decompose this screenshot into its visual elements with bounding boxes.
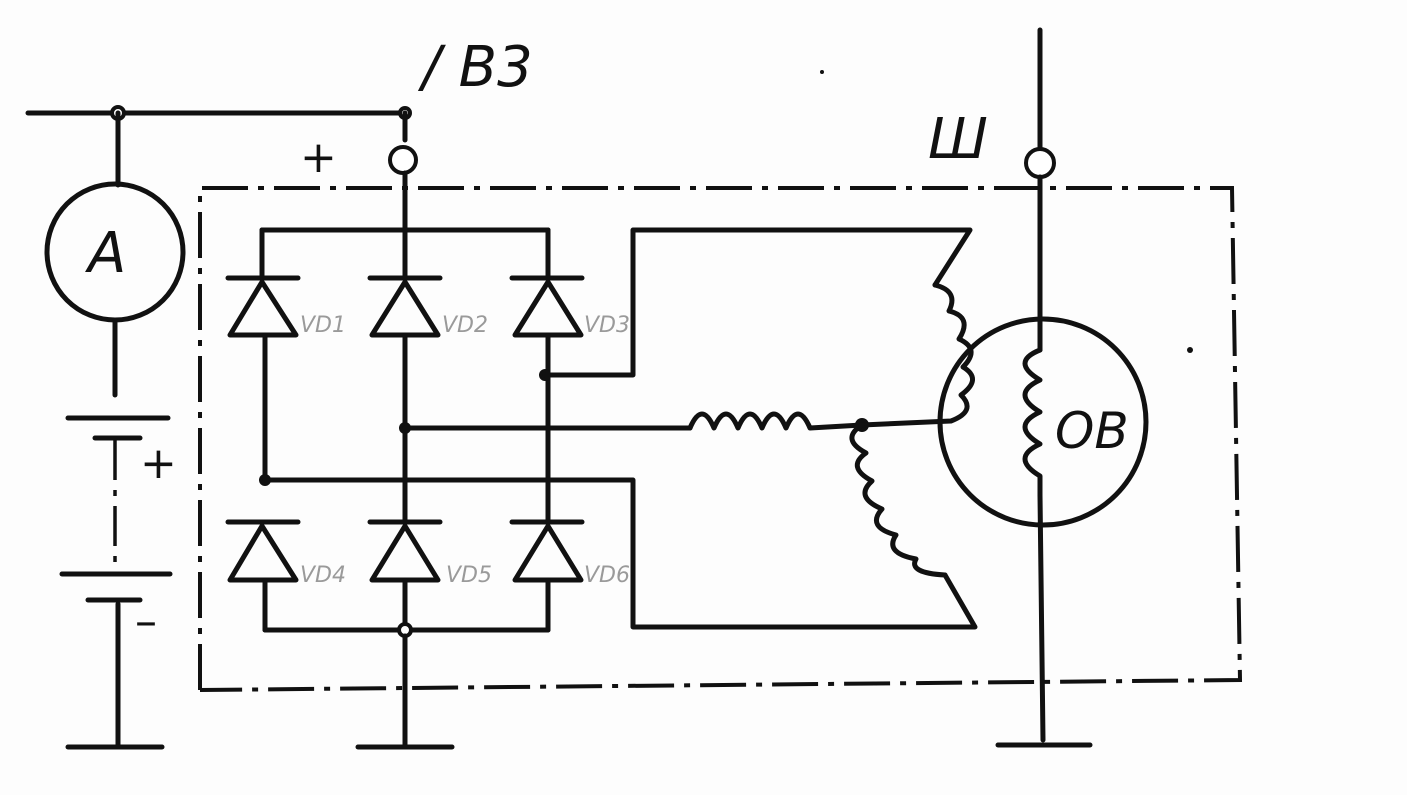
ammeter-label: A: [85, 221, 126, 286]
generator-housing-outline: [198, 186, 1243, 692]
diode-vd4: [225, 519, 301, 583]
vd3-label: VD3: [584, 313, 630, 338]
sh-terminal: [1024, 147, 1056, 179]
field-winding-label: OB: [1055, 402, 1129, 460]
terminal-sh-label: Ш: [928, 107, 988, 172]
stray-mark-2: [1187, 347, 1193, 353]
vd2-label: VD2: [442, 313, 488, 338]
rotor-circle: [937, 316, 1149, 528]
b3-terminal: [388, 145, 418, 175]
terminal-b3-label: / B3: [417, 35, 533, 100]
stator-winding-b: [687, 411, 865, 431]
stator-winding-c: [849, 422, 948, 578]
diode-vd5: [367, 519, 443, 583]
field-ground-wire: [1037, 492, 1046, 743]
stray-mark: [820, 70, 824, 74]
phase-a-wire: [542, 227, 973, 378]
diode-vd2: [367, 275, 443, 338]
vd5-label: VD5: [446, 563, 492, 588]
battery-plus-sign: +: [140, 438, 177, 489]
phase-c-wire: [262, 477, 978, 630]
vd4-label: VD4: [300, 563, 346, 588]
battery-minus-sign: –: [135, 596, 157, 647]
diode-vd1: [225, 275, 301, 338]
diode-vd3: [509, 275, 585, 338]
field-winding-coil: [1022, 347, 1043, 498]
plus-top-sign: +: [300, 132, 337, 183]
vd1-label: VD1: [300, 313, 346, 338]
stator-winding-a: [859, 282, 975, 428]
diode-vd6: [509, 519, 585, 583]
vd6-label: VD6: [584, 563, 630, 588]
